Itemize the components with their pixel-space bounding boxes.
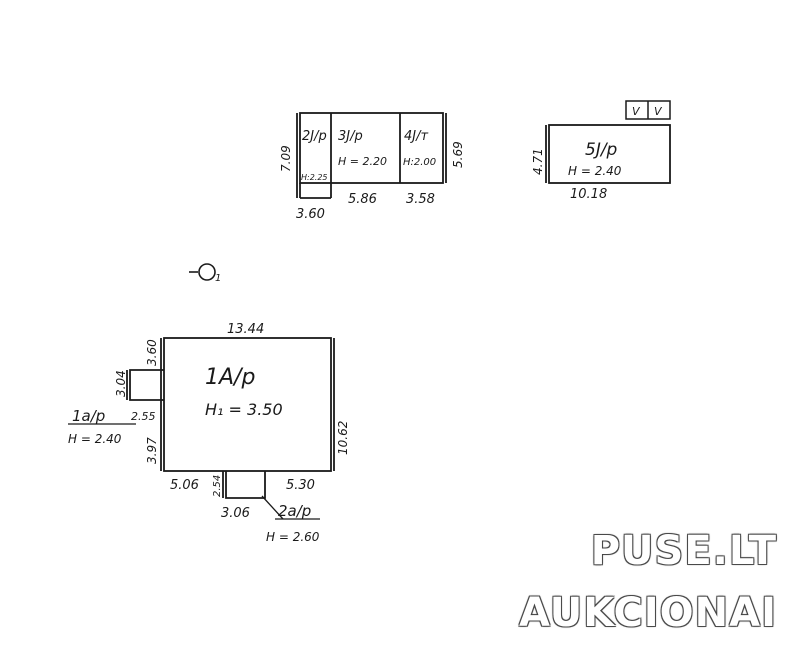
room2-label: 2Ј/р <box>302 129 327 144</box>
dim-3-06: 3.06 <box>221 506 250 521</box>
dim-4-71: 4.71 <box>531 148 545 175</box>
dim-7-09: 7.09 <box>279 145 293 172</box>
room1a-height: Н = 2.40 <box>68 432 122 446</box>
v-mark-2: V <box>654 105 663 118</box>
room3-height: Н = 2.20 <box>338 155 387 168</box>
building-upper-left <box>299 112 444 184</box>
dim-2-55: 2.55 <box>131 410 156 423</box>
dim-5-06: 5.06 <box>170 478 199 493</box>
room4-height: Н:2.00 <box>403 157 436 168</box>
dim-3-04: 3.04 <box>114 370 128 397</box>
room5-height: Н = 2.40 <box>568 164 622 178</box>
room1A-height: Н₁ = 3.50 <box>205 400 283 419</box>
dim-5-86: 5.86 <box>348 192 377 207</box>
room3-label: 3Ј/р <box>338 129 363 144</box>
dim-2-54: 2.54 <box>212 475 223 497</box>
leader-2a <box>261 495 284 520</box>
room1a-label: 1а/р <box>72 407 105 425</box>
dim-10-62: 10.62 <box>336 421 350 455</box>
well-sub: 1 <box>215 273 221 284</box>
room2a-label: 2а/р <box>278 502 311 520</box>
building-main <box>163 337 332 472</box>
dim-13-44: 13.44 <box>227 322 264 337</box>
well-icon <box>198 263 216 281</box>
dim-3-60-main: 3.60 <box>145 339 159 366</box>
dim-3-58: 3.58 <box>406 192 435 207</box>
dim-5-30: 5.30 <box>286 478 315 493</box>
dim-3-97: 3.97 <box>145 437 159 464</box>
v-mark-1: V <box>632 105 641 118</box>
room5-label: 5Ј/р <box>585 140 618 160</box>
room4-label: 4Ј/т <box>404 129 428 144</box>
dim-10-18: 10.18 <box>570 187 607 202</box>
room1A-label: 1А/р <box>205 365 255 390</box>
annex-2a <box>225 471 266 499</box>
building-room5 <box>548 124 671 184</box>
dim-3-60-top: 3.60 <box>296 207 325 222</box>
dim-5-69: 5.69 <box>451 141 465 168</box>
annex-1a <box>129 369 164 401</box>
watermark-line1: PUSE.LT <box>590 528 777 574</box>
room2-height: Н:2.25 <box>301 173 328 182</box>
watermark-line2: AUKCIONAI <box>519 590 777 636</box>
room2a-height: Н = 2.60 <box>266 530 320 544</box>
